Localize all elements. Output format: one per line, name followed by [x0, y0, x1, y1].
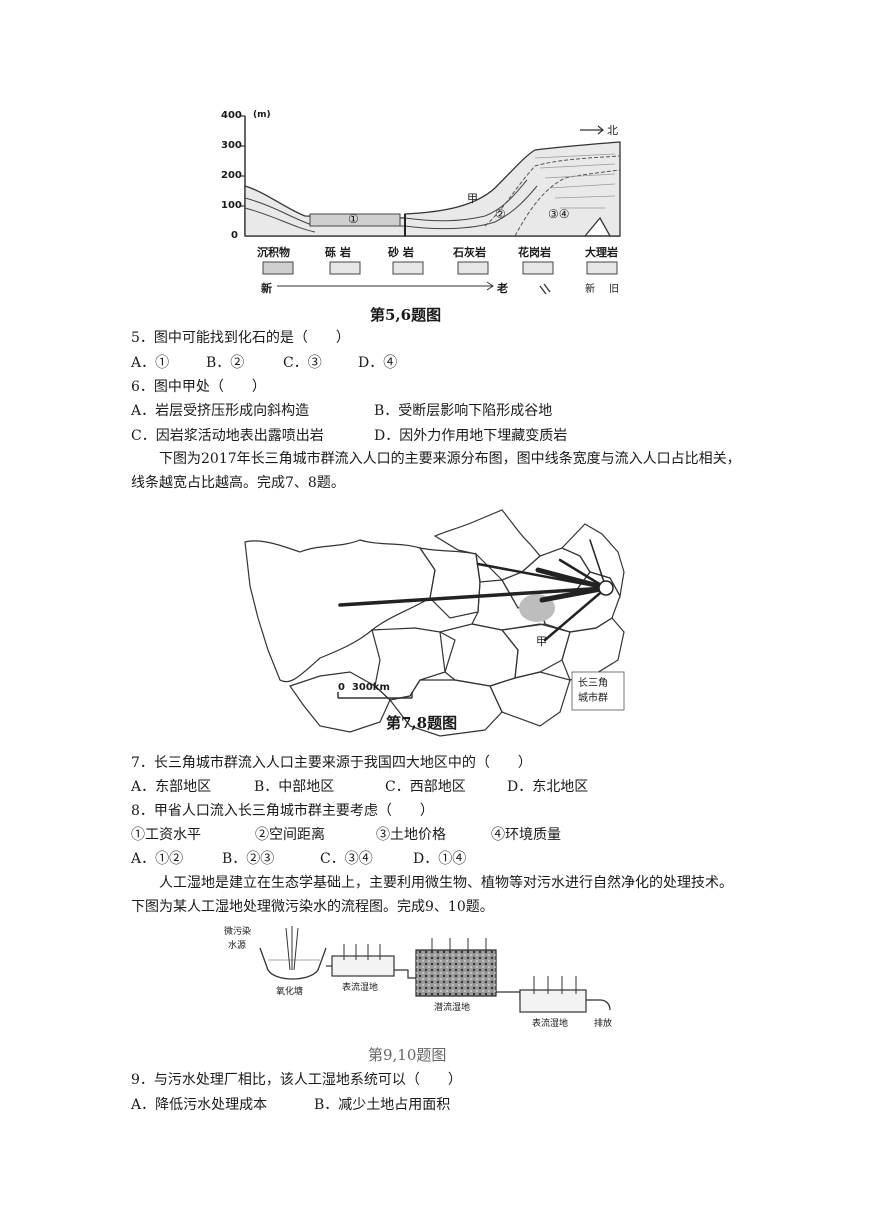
q8-factor-2: ②空间距离 [255, 827, 325, 843]
label-circle-1: ① [348, 212, 359, 226]
map-caption: 第7,8题图 [386, 714, 458, 732]
map-scale-label: 0 300km [338, 682, 390, 693]
q6-option-a: A．岩层受挤压形成向斜构造 [131, 403, 310, 419]
age-old-label: 老 [497, 282, 508, 295]
discharge-label: 排放 [594, 1019, 613, 1029]
legend-sediment: 沉积物 [257, 246, 290, 259]
subsurface-wetland-label: 潜流湿地 [434, 1003, 471, 1013]
y-tick-400: 400 [221, 110, 242, 121]
q8-option-d: D．①④ [413, 851, 467, 867]
legend-marble: 大理岩 [585, 246, 618, 259]
y-tick-200: 200 [221, 170, 242, 181]
legend-limestone: 石灰岩 [453, 246, 486, 259]
q8-factor-3: ③土地价格 [376, 827, 446, 843]
wetland-flow-svg [259, 926, 611, 1013]
label-jia: 甲 [467, 192, 478, 205]
legend-conglomerate: 砾 岩 [325, 246, 351, 259]
label-circle-2: ② [495, 207, 506, 221]
map-label-jia: 甲 [536, 635, 547, 648]
q9-option-b: B．减少土地占用面积 [314, 1097, 451, 1113]
q7-option-d: D．东北地区 [507, 779, 589, 795]
wetland-caption: 第9,10题图 [368, 1046, 447, 1064]
fault-old-label: 旧 [609, 284, 619, 295]
intro-9-10: 人工湿地是建立在生态学基础上，主要利用微生物、植物等对污水进行自然净化的处理技术… [131, 875, 733, 915]
oxidation-pond-label: 氧化塘 [276, 987, 304, 997]
q7-option-c: C．西部地区 [385, 779, 466, 795]
migration-map-svg [244, 509, 625, 737]
fault-new-label: 新 [585, 284, 595, 295]
q6-option-d: D．因外力作用地下埋藏变质岩 [374, 428, 568, 444]
q7-stem: 7．长三角城市群流入人口主要来源于我国四大地区中的（ ） [131, 755, 532, 771]
y-unit-label: (m) [253, 110, 271, 120]
age-new-label: 新 [261, 282, 272, 295]
q5-stem: 5．图中可能找到化石的是（ ） [131, 330, 350, 346]
q8-option-a: A．①② [131, 851, 184, 867]
q6-stem: 6．图中甲处（ ） [131, 379, 266, 395]
q7-option-b: B．中部地区 [254, 779, 335, 795]
q8-option-c: C．③④ [320, 851, 373, 867]
q8-option-b: B．②③ [222, 851, 275, 867]
legend-sandstone: 砂 岩 [388, 246, 414, 259]
q5-option-d: D．④ [358, 355, 398, 371]
figure-caption: 第5,6题图 [370, 306, 442, 324]
figure-wetland-flow: 微污染 水源 氧化塘 表流湿地 潜流湿地 表流湿地 排放 第9,10题图 [220, 920, 620, 1070]
q5-option-c: C．③ [283, 355, 322, 371]
q6-option-b: B．受断层影响下陷形成谷地 [374, 403, 553, 419]
north-label: 北 [607, 124, 618, 137]
q9-stem: 9．与污水处理厂相比，该人工湿地系统可以（ ） [131, 1072, 462, 1088]
intro-7-8: 下图为2017年长三角城市群流入人口的主要来源分布图，图中线条宽度与流入人口占比… [131, 451, 741, 491]
figure-geology-section: (m) 400 300 200 100 0 北 甲 ① ② ③④ 沉积物 砾 岩… [215, 108, 625, 330]
q8-stem: 8．甲省人口流入长三角城市群主要考虑（ ） [131, 803, 434, 819]
y-tick-300: 300 [221, 140, 242, 151]
y-tick-0: 0 [231, 230, 238, 241]
map-legend-label-2: 城市群 [578, 693, 608, 704]
q5-option-a: A．① [131, 355, 170, 371]
legend-granite: 花岗岩 [518, 246, 551, 259]
wetland-source-label-1: 微污染 [224, 927, 252, 937]
q5-option-b: B．② [206, 355, 245, 371]
y-tick-100: 100 [221, 200, 242, 211]
figure-migration-map: 0 300km 甲 长三角 城市群 第7,8题图 [240, 500, 630, 745]
q8-factor-1: ①工资水平 [131, 827, 201, 843]
label-circle-34: ③④ [548, 207, 570, 221]
q6-option-c: C．因岩浆活动地表出露喷出岩 [131, 428, 324, 444]
wetland-source-label-2: 水源 [228, 941, 247, 951]
surface-wetland-1-label: 表流湿地 [342, 983, 379, 993]
geology-section-svg [241, 115, 621, 295]
surface-wetland-2-label: 表流湿地 [532, 1019, 569, 1029]
q7-option-a: A．东部地区 [131, 779, 212, 795]
map-legend-label-1: 长三角 [578, 678, 608, 689]
q8-factor-4: ④环境质量 [491, 827, 561, 843]
q9-option-a: A．降低污水处理成本 [131, 1097, 268, 1113]
